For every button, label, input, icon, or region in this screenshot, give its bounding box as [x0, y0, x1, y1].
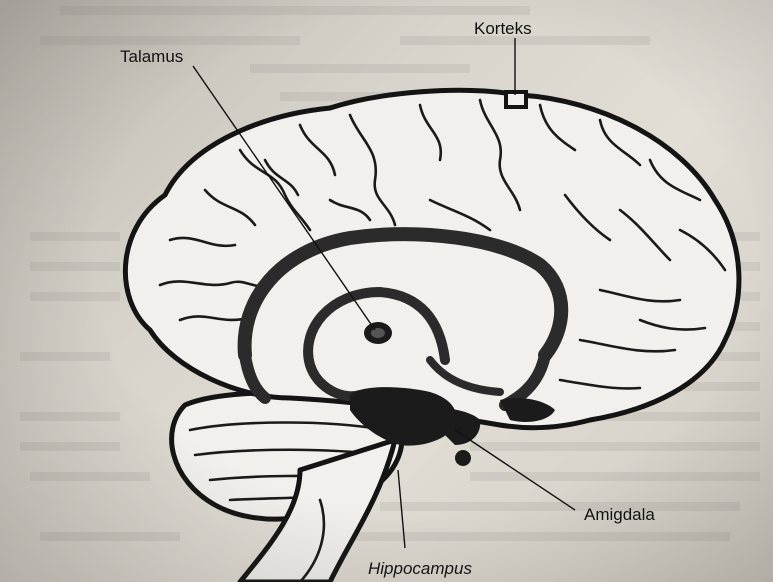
label-amigdala: Amigdala [584, 505, 655, 524]
label-talamus: Talamus [120, 47, 183, 66]
korteks-marker [506, 92, 526, 107]
label-hippocampus: Hippocampus [368, 559, 472, 578]
thalamus-highlight [371, 328, 385, 338]
label-korteks: Korteks [474, 19, 532, 38]
